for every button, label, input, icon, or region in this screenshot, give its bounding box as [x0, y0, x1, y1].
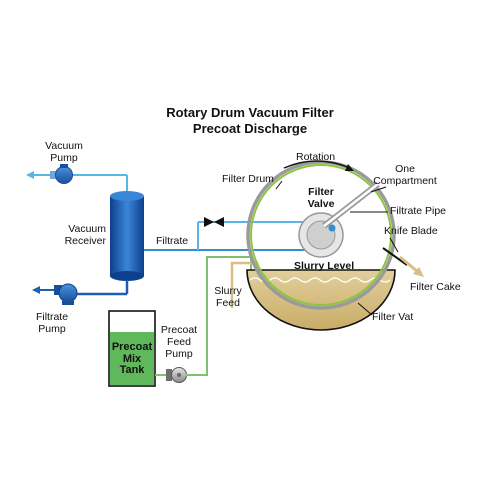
- label-filter-vat: Filter Vat: [372, 311, 414, 323]
- label-vacuum-pump: Vacuum Pump: [45, 140, 83, 164]
- label-precoat-feed-pump: Precoat Feed Pump: [160, 324, 198, 360]
- rotation-arrowhead: [345, 164, 354, 171]
- label-filter-valve: Filter Valve: [307, 186, 335, 210]
- filter-vat: [246, 269, 396, 331]
- leader-knife-blade: [389, 237, 399, 253]
- leader-filter-vat: [357, 302, 373, 316]
- filter-drum-outer: [246, 160, 396, 310]
- leader-filter-drum: [275, 180, 283, 190]
- label-vacuum-receiver: Vacuum Receiver: [64, 223, 106, 247]
- label-filtrate-pump: Filtrate Pump: [35, 311, 69, 335]
- rotation-arrow: [283, 160, 351, 169]
- knife-blade: [382, 247, 408, 266]
- diagram-subtitle: Precoat Discharge: [192, 121, 308, 136]
- diagram-title: Rotary Drum Vacuum Filter: [166, 105, 334, 120]
- label-precoat-mix-tank: Precoat Mix Tank: [111, 341, 153, 377]
- filter-valve-icon: [298, 212, 344, 258]
- label-filter-drum: Filter Drum: [222, 173, 274, 185]
- label-filter-cake: Filter Cake: [410, 281, 461, 293]
- label-filtrate-pipe: Filtrate Pipe: [390, 205, 447, 217]
- label-filtrate: Filtrate: [156, 235, 189, 247]
- label-slurry-level: Slurry Level: [294, 260, 355, 272]
- slurry-level-wave: [249, 277, 391, 283]
- precoat-mix-tank: [108, 310, 156, 387]
- leader-one-compartment: [370, 186, 387, 193]
- filter-drum-media: [250, 164, 392, 306]
- compartment-pipe: [322, 181, 380, 229]
- label-knife-blade: Knife Blade: [384, 225, 438, 237]
- filter-cake-discharge: [399, 255, 419, 274]
- precoat-feed-pump-icon: [166, 367, 187, 383]
- vacuum-receiver-vessel: [110, 191, 144, 281]
- filtrate-discharge-arrow: [32, 286, 40, 294]
- filtrate-pump-icon: [54, 283, 78, 305]
- label-one-compartment: One Compartment: [373, 163, 437, 187]
- vacuum-pump-icon: [50, 164, 73, 184]
- vacuum-exhaust-arrow: [26, 171, 34, 179]
- check-valve-icon: [204, 217, 224, 227]
- label-rotation: Rotation: [296, 151, 336, 163]
- filter-cake-arrow: [413, 267, 424, 277]
- label-slurry-feed: Slurry Feed: [214, 285, 242, 309]
